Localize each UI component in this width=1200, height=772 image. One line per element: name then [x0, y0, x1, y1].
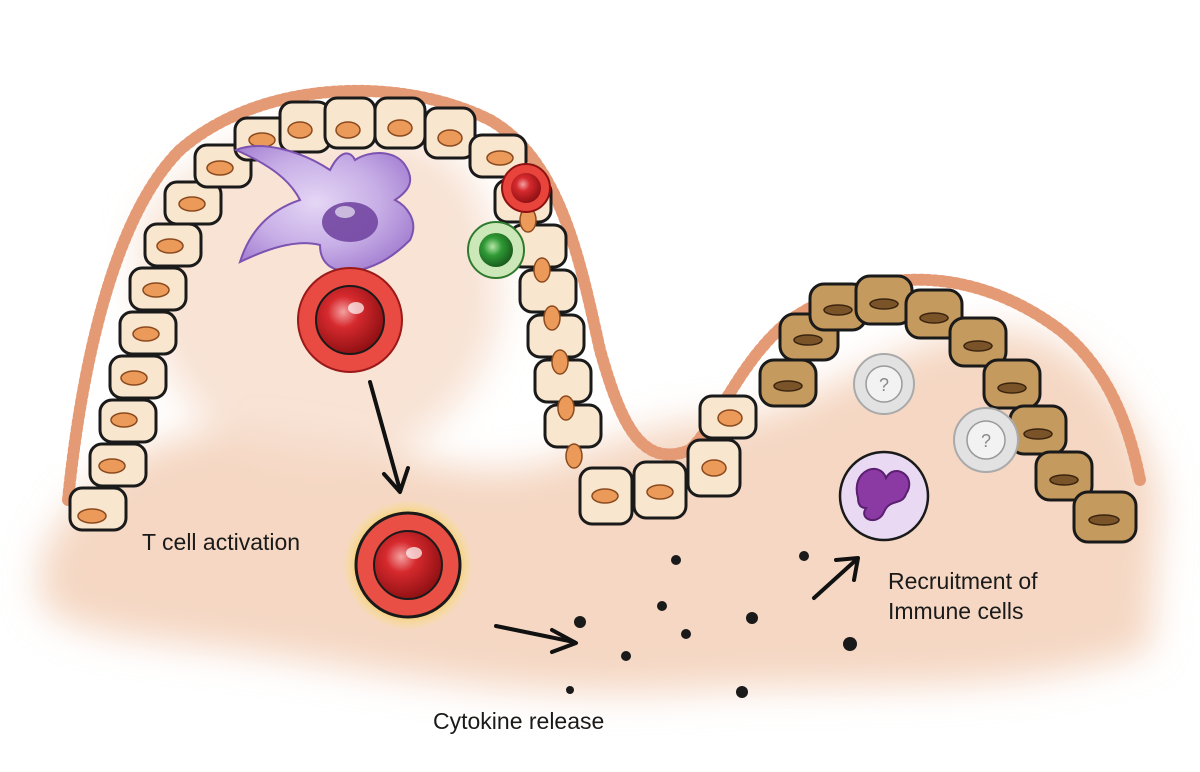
cytokine-dot-icon — [843, 637, 857, 651]
cytokine-release-label: Cytokine release — [433, 708, 605, 734]
arrow-icon — [812, 556, 860, 600]
enterocyte-nuclei — [77, 119, 743, 524]
unknown-cell-mark: ? — [981, 431, 991, 451]
cytokine-dot-icon — [621, 651, 631, 661]
cytokine-dot-icon — [574, 616, 586, 628]
arrow-icon — [368, 380, 410, 494]
cytokine-dots — [566, 551, 857, 698]
t-cell-icon — [297, 267, 403, 373]
unknown-cell-icon — [853, 353, 915, 415]
cytokine-dot-icon — [566, 686, 574, 694]
cytokine-dot-icon — [736, 686, 748, 698]
red-cell-icon — [501, 163, 551, 213]
cytokine-dot-icon — [681, 629, 691, 639]
brush-border — [62, 84, 1146, 506]
goblet-cell-nuclei — [773, 298, 1120, 526]
recruitment-label-line2: Immune cells — [888, 598, 1024, 624]
cytokine-dot-icon — [671, 555, 681, 565]
cytokine-dot-icon — [746, 612, 758, 624]
recruitment-label-line1: Recruitment of — [888, 568, 1038, 594]
recruitment-label: Recruitment of Immune cells — [888, 566, 1038, 626]
neutrophil-icon — [838, 450, 930, 542]
t-cell-activation-label: T cell activation — [142, 529, 301, 555]
cytokine-dot-icon — [799, 551, 809, 561]
cytokine-dot-icon — [657, 601, 667, 611]
arrow-icon — [494, 624, 578, 654]
unknown-cell-mark: ? — [879, 375, 889, 395]
activated-t-cell-icon — [344, 501, 472, 629]
unknown-cell-icon — [953, 407, 1019, 473]
b-cell-icon — [467, 221, 525, 279]
dendritic-cell-icon — [233, 145, 415, 273]
